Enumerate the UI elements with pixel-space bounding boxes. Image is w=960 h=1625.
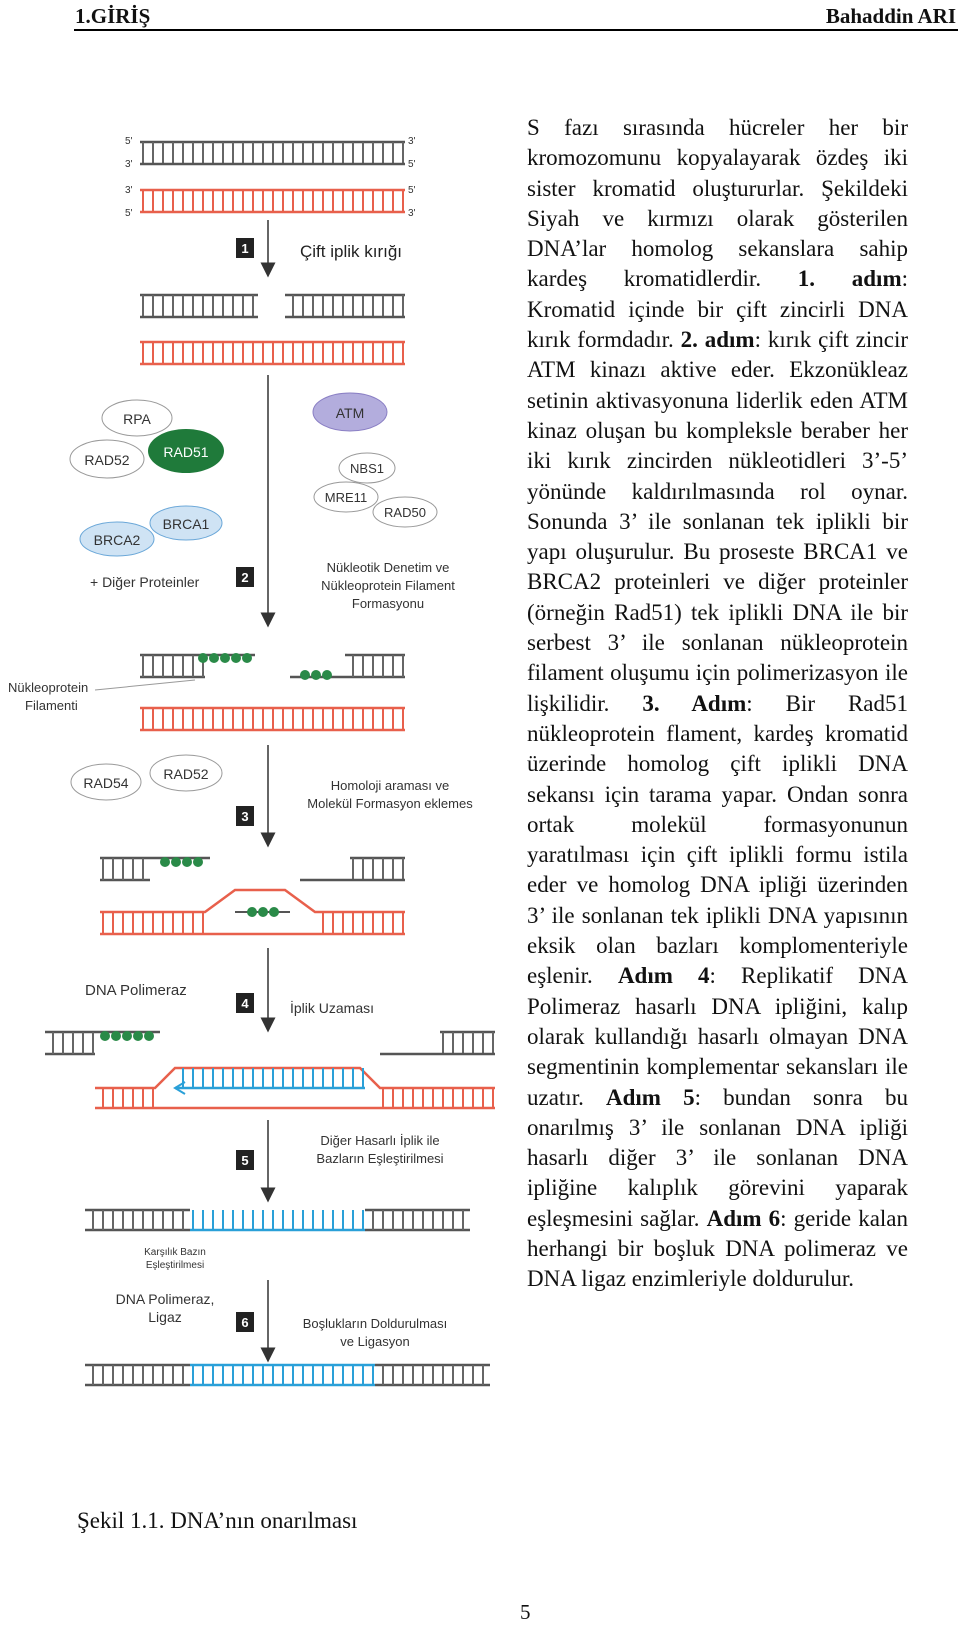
end-label: 5' [408,159,416,170]
end-label: 5' [125,208,133,219]
figure-caption: Şekil 1.1. DNA’nın onarılması [77,1508,358,1533]
step-4-number: 4 [241,996,249,1011]
step-heading: Adım 4 [617,963,710,989]
header-author: Bahaddin ARI [825,4,956,28]
step-4-badge [236,993,254,1013]
body-paragraph: S fazı sırasında hücreler her bir kromoz… [527,113,908,1295]
end-label: 5' [125,136,133,147]
paragraph-run: : geride kalan herhangi bir boşluk DNA p… [527,1205,909,1292]
header-rule [74,29,958,31]
step-1-badge [236,238,254,258]
step-2-label: Nükleotik Denetim ve [327,560,450,575]
duplex-black-top [140,140,405,166]
callout-line [94,679,196,691]
filament-duplex [140,653,405,680]
end-label: 3' [408,208,416,219]
rad51-label: RAD51 [163,444,208,460]
step-heading: Adım 5 [606,1084,695,1110]
rad51-protein [148,429,224,473]
dna-pol-ligase-label: Ligaz [148,1309,181,1325]
extension-structure [45,1030,495,1110]
rad52-label: RAD52 [163,766,208,782]
repaired-duplex [85,1363,490,1387]
rpa-label: RPA [123,411,151,427]
step-1-number: 1 [241,241,248,256]
atm-protein [312,392,388,432]
step-4-label: İplik Uzaması [290,999,374,1016]
end-label: 3' [125,185,133,196]
complement-label: Karşılık Bazın [144,1247,206,1258]
brca2-protein [79,521,155,557]
mre11-label: MRE11 [325,490,367,505]
duplex-broken [140,293,405,319]
rad52-label: RAD52 [84,452,129,468]
step-6-badge [236,1312,254,1332]
step-3-badge [236,806,254,826]
rad54-protein [70,763,142,801]
paragraph-run: : Replikatif DNA Polimeraz hasarlı DNA i… [527,963,909,1110]
end-label: 5' [408,185,416,196]
nbs1-label: NBS1 [350,461,384,476]
step-heading: 2. adım [680,327,755,353]
step-5-badge [236,1150,254,1170]
duplex-red-2 [140,340,405,366]
step-5-label: Bazların Eşleştirilmesi [316,1151,443,1166]
paragraph-run: : kırık çift zincir ATM kinazı aktive ed… [527,327,908,716]
step-2-badge [236,567,254,587]
step-6-label: ve Ligasyon [340,1334,409,1349]
step-3-label: Homoloji araması ve [331,778,450,793]
end-label: 3' [125,159,133,170]
step-2-label: Formasyonu [352,596,424,611]
rad52-protein-2 [149,754,223,792]
brca1-label: BRCA1 [163,516,210,532]
end-label: 3' [408,136,416,147]
nbs1-protein [338,452,396,484]
step-6-number: 6 [241,1315,248,1330]
step-1-label: Çift iplik kırığı [300,242,402,261]
step-2-label: Nükleoprotein Filament [321,578,455,593]
d-loop-structure [100,856,405,936]
rad54-label: RAD54 [83,775,128,791]
step-5-label: Diğer Hasarlı İplik ile [320,1133,439,1148]
rpa-protein [101,399,173,437]
paragraph-run: S fazı sırasında hücreler her bir kromoz… [527,115,908,292]
brca1-protein [149,505,223,541]
other-proteins-label: + Diğer Proteinler [90,574,200,590]
dna-pol-ligase-label: DNA Polimeraz, [116,1291,215,1307]
header-section: 1.GİRİŞ [75,4,151,28]
mre11-protein [313,481,379,513]
duplex-red-3 [140,706,405,732]
filament-label: Filamenti [25,698,78,713]
rad50-label: RAD50 [384,505,426,520]
step-heading: Adım 6 [706,1205,781,1231]
step-3-number: 3 [241,809,248,824]
filament-label: Nükleoprotein [8,680,88,695]
step-heading: 1. adım [797,266,902,292]
step-heading: 3. Adım [642,690,747,716]
annealing-structure [85,1208,470,1232]
brca2-label: BRCA2 [94,532,141,548]
rad50-protein [372,496,438,528]
step-3-label: Molekül Formasyon eklemes [307,796,473,811]
dna-polymerase-label: DNA Polimeraz [85,982,187,999]
rad52-protein [69,439,145,479]
step-6-label: Boşlukların Doldurulması [303,1316,448,1331]
dna-repair-figure: 5' 3' 3' 5' 3' 5' 5' 3' 1 Çift iplik kır… [8,136,495,1387]
page-number: 5 [520,1600,531,1624]
paragraph-run: : Bir Rad51 nükleoprotein flament, karde… [527,690,909,989]
atm-label: ATM [336,405,365,421]
step-5-number: 5 [241,1153,248,1168]
duplex-red-top [140,188,405,214]
complement-label: Eşleştirilmesi [146,1260,204,1271]
paragraph-run: : Kromatid içinde bir çift zincirli DNA … [527,266,908,353]
step-2-number: 2 [241,570,248,585]
paragraph-run: : bundan sonra bu onarılmış 3’ ile sonla… [527,1084,908,1231]
